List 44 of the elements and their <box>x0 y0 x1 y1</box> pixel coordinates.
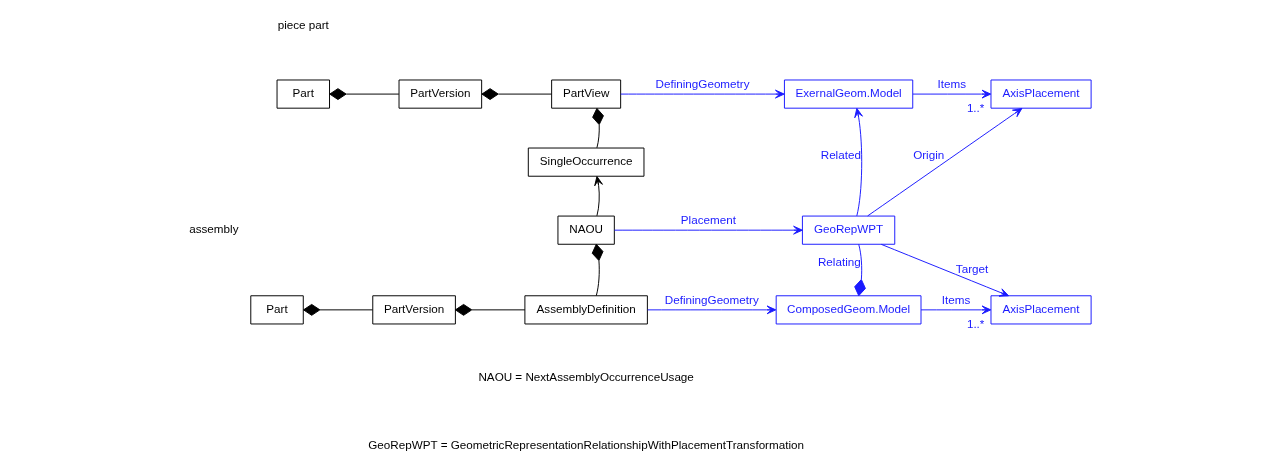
edge-label: Origin <box>912 147 944 161</box>
edge-label: Related <box>820 148 861 162</box>
node-box: AssemblyDefinition <box>523 295 648 325</box>
edge-label: Items <box>937 76 966 90</box>
label: 1..* <box>966 101 984 115</box>
edge-label: DefiningGeometry <box>655 76 750 90</box>
node-box: ExernalGeom.Model <box>783 79 913 109</box>
arrow <box>911 89 991 99</box>
node-box: ComposedGeom.Model <box>775 295 921 325</box>
arrow <box>853 107 863 217</box>
arrow <box>920 305 991 315</box>
arrow <box>619 89 785 99</box>
node-box: PartView <box>550 79 621 109</box>
arrow <box>646 305 776 315</box>
node-box: PartVersion <box>398 79 482 109</box>
node-box: Part <box>276 79 330 109</box>
label: piece part <box>277 18 329 32</box>
label: 1..* <box>966 317 984 331</box>
arrow <box>593 176 603 217</box>
edge-label: Items <box>941 292 970 306</box>
connector <box>853 243 866 297</box>
arrow <box>613 225 803 235</box>
connector <box>591 243 603 297</box>
node-box: NAOU <box>556 215 615 245</box>
node-box: Part <box>249 295 304 325</box>
connector <box>480 88 552 100</box>
node-box: AxisPlacement <box>990 295 1092 325</box>
label: NAOU = NextAssemblyOccurrenceUsage <box>477 369 694 383</box>
connector <box>591 107 604 149</box>
node-box: AxisPlacement <box>990 79 1092 109</box>
connector <box>454 303 525 316</box>
edge-label: DefiningGeometry <box>664 292 759 306</box>
edge-label: Placement <box>680 212 736 226</box>
connector <box>302 303 373 316</box>
node-box: PartVersion <box>371 295 456 325</box>
edge-label: Relating <box>817 255 861 269</box>
connector <box>328 88 399 100</box>
arrow <box>880 243 1009 297</box>
label: assembly <box>188 222 238 236</box>
label: GeoRepWPT = GeometricRepresentationRelationshipWithPlacementTransformation <box>367 437 804 451</box>
node-box: GeoRepWPT <box>801 215 895 245</box>
node-box: SingleOccurrence <box>527 147 644 177</box>
edge-label: Target <box>955 262 988 276</box>
arrow <box>866 107 1022 217</box>
